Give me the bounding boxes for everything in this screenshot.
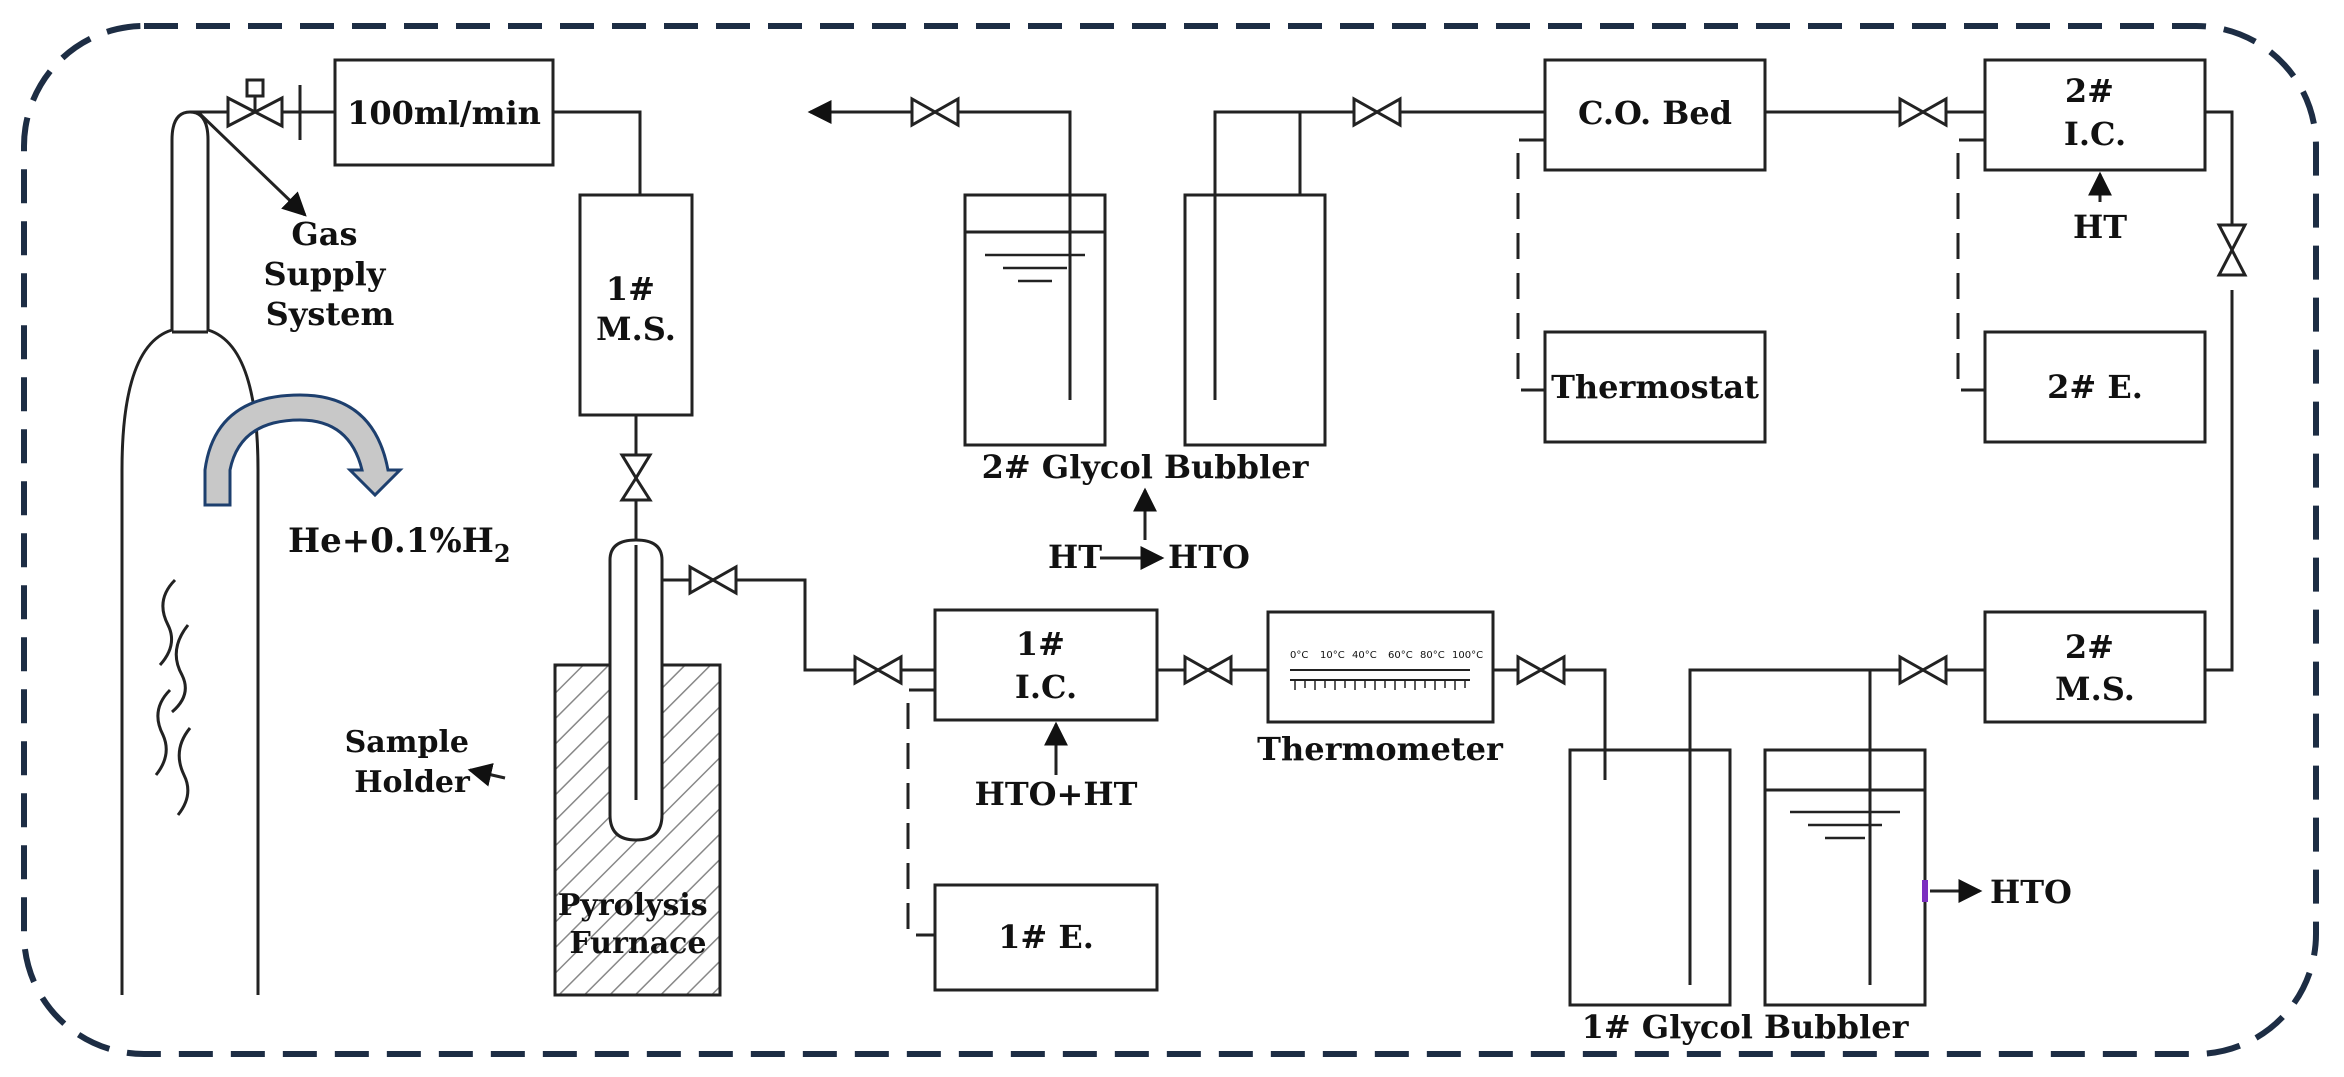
flow-meter-box bbox=[333, 58, 555, 167]
thermostat-box bbox=[1543, 330, 1767, 444]
furnace-label: Pyrolysis Furnace bbox=[558, 888, 718, 961]
co-bed-outlet-valve bbox=[1898, 96, 1948, 128]
svg-text:60°C: 60°C bbox=[1388, 650, 1413, 661]
bubbler2-vessel-right bbox=[1183, 193, 1327, 447]
bubbler2-vessel-left bbox=[963, 193, 1107, 447]
ic2-box bbox=[1983, 58, 2207, 172]
ms1-outlet-valve bbox=[619, 453, 653, 502]
ms2-label: 2# M.S. bbox=[2055, 628, 2135, 708]
hto-ht-label: HTO+HT bbox=[975, 775, 1138, 813]
co-bed-label: C.O. Bed bbox=[1578, 94, 1732, 132]
glycol-bubbler-1-label: 1# Glycol Bubbler bbox=[1582, 1008, 1910, 1046]
sample-holder-label: Sample Holder bbox=[345, 725, 480, 800]
svg-text:80°C: 80°C bbox=[1420, 650, 1445, 661]
thermometer-box bbox=[1266, 610, 1495, 724]
ms1-box bbox=[578, 193, 694, 417]
ht-to-hto-label: HT HTO bbox=[1048, 538, 1250, 576]
ic2-return-valve bbox=[2216, 223, 2248, 277]
bubbler1-inlet-valve bbox=[1516, 654, 1566, 686]
co-bed-box bbox=[1543, 58, 1767, 172]
ht-label: HT bbox=[2073, 208, 2127, 246]
ic1-box bbox=[933, 608, 1159, 722]
bubbler2-inlet-valve bbox=[1352, 96, 1402, 128]
furnace-outlet-valve bbox=[688, 564, 738, 596]
flow-meter-label: 100ml/min bbox=[347, 94, 541, 132]
thermostat-label: Thermostat bbox=[1551, 368, 1759, 406]
ms2-inlet-valve bbox=[1898, 654, 1948, 686]
ic2-label: 2# I.C. bbox=[2064, 72, 2126, 153]
glycol-bubbler-2-label: 2# Glycol Bubbler bbox=[982, 448, 1310, 486]
thermometer-label: Thermometer bbox=[1257, 730, 1504, 768]
thermometer-scale: 0°C 10°C 40°C 60°C 80°C 100°C bbox=[1290, 650, 1483, 661]
bubbler1-vessel-left bbox=[1568, 748, 1732, 1007]
e2-box bbox=[1983, 330, 2207, 444]
curved-arrow-icon bbox=[203, 393, 404, 507]
cylinder-valve bbox=[226, 78, 284, 129]
outlet-mark bbox=[1922, 880, 1928, 902]
outer-frame bbox=[21, 23, 2319, 1057]
e2-label: 2# E. bbox=[2047, 368, 2143, 406]
svg-text:40°C: 40°C bbox=[1352, 650, 1377, 661]
ms1-label: 1# M.S. bbox=[596, 270, 676, 348]
bubbler1-vessel-right bbox=[1763, 748, 1927, 1007]
svg-text:10°C: 10°C bbox=[1320, 650, 1345, 661]
gas-supply-label: Gas Supply System bbox=[263, 215, 396, 333]
hto-out-label: HTO bbox=[1990, 873, 2072, 911]
thermometer-inlet-valve bbox=[1183, 654, 1233, 686]
ic1-inlet-valve bbox=[853, 654, 903, 686]
ic1-label: 1# I.C. bbox=[1015, 625, 1077, 706]
exhaust-valve bbox=[910, 96, 960, 128]
gas-mix-label: He+0.1%H2 bbox=[288, 521, 511, 568]
ms2-box bbox=[1983, 610, 2207, 724]
svg-text:100°C: 100°C bbox=[1452, 650, 1483, 661]
svg-text:0°C: 0°C bbox=[1290, 650, 1308, 661]
gas-cylinder bbox=[120, 110, 260, 995]
e1-label: 1# E. bbox=[998, 918, 1094, 956]
e1-box bbox=[933, 883, 1159, 992]
